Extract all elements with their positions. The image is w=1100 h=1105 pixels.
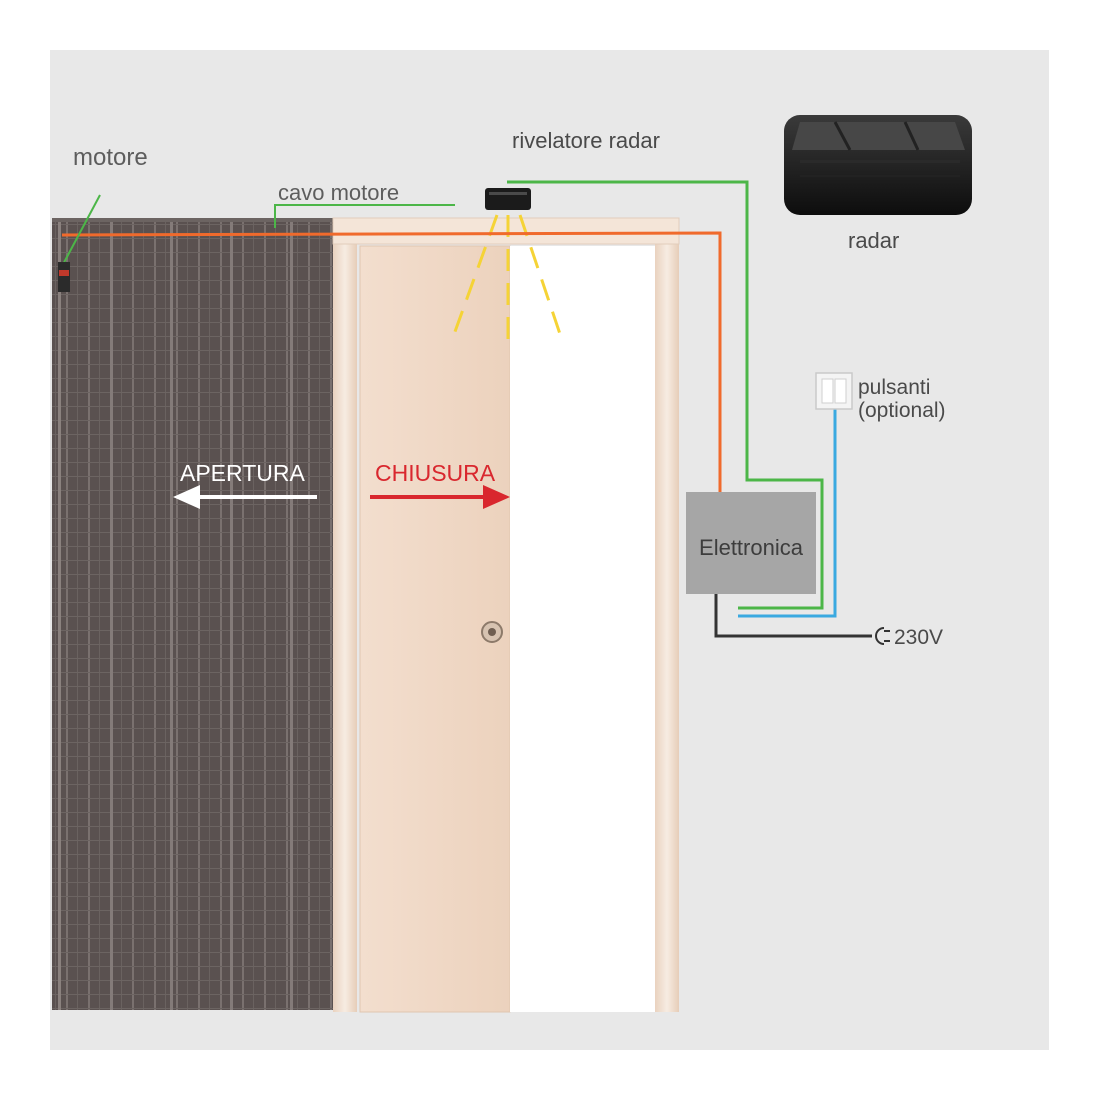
motor-unit bbox=[58, 262, 70, 292]
apertura-arrow bbox=[173, 485, 317, 509]
door-knob-icon bbox=[481, 621, 503, 643]
label-radar: radar bbox=[848, 228, 899, 253]
label-apertura: APERTURA bbox=[180, 460, 305, 486]
motore-leader bbox=[59, 194, 101, 271]
door-frame bbox=[332, 217, 680, 1012]
electronics-box bbox=[686, 492, 816, 594]
label-elettronica: Elettronica bbox=[699, 535, 804, 560]
power-cable bbox=[714, 594, 872, 638]
label-voltage: 230V bbox=[894, 626, 943, 649]
door-opening bbox=[510, 246, 655, 1012]
button-cable bbox=[738, 408, 837, 618]
label-pulsanti: pulsanti bbox=[858, 376, 930, 399]
radar-unit-icon bbox=[784, 115, 972, 215]
label-chiusura: CHIUSURA bbox=[375, 460, 496, 486]
label-rivelatore-radar: rivelatore radar bbox=[512, 128, 660, 153]
chiusura-arrow bbox=[370, 485, 510, 509]
motor-cable bbox=[61, 231, 722, 492]
radar-beam bbox=[450, 214, 564, 350]
cavo-motore-leader bbox=[274, 204, 455, 228]
label-cavo-motore: cavo motore bbox=[278, 180, 399, 205]
label-optional: (optional) bbox=[858, 399, 946, 422]
power-plug-icon bbox=[875, 627, 890, 645]
radar-sensor-icon bbox=[485, 188, 531, 210]
push-button-icon bbox=[815, 372, 853, 410]
mesh-door bbox=[52, 218, 334, 1010]
label-motore: motore bbox=[73, 144, 148, 171]
radar-cable bbox=[507, 180, 824, 610]
